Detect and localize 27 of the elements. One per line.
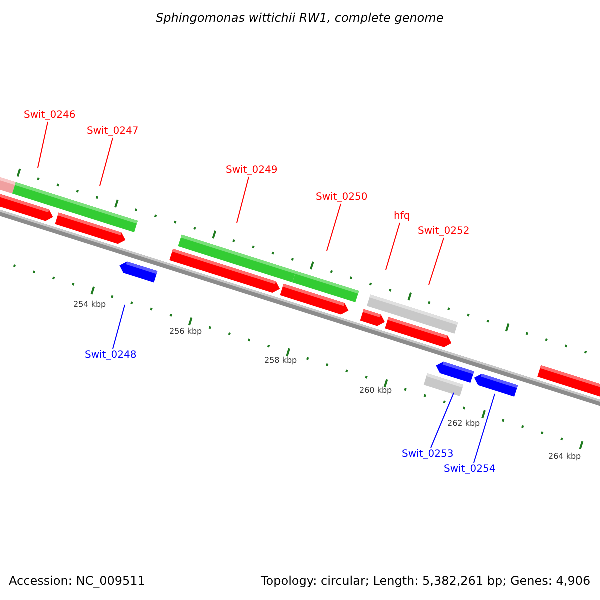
gene-label: Swit_0253 <box>402 448 454 460</box>
leader-line <box>430 392 454 448</box>
scale-label: 262 kbp <box>448 420 480 428</box>
gene-label: hfq <box>394 210 410 222</box>
scale-label: 260 kbp <box>360 386 392 396</box>
accession-text: Accession: NC_009511 <box>9 574 146 588</box>
leader-line <box>386 222 400 270</box>
gene-label: Swit_0248 <box>85 350 137 360</box>
leader-line <box>100 138 114 186</box>
leader-line <box>474 394 496 464</box>
leader-line <box>38 122 48 168</box>
leader-line <box>236 176 250 224</box>
gene-label: Swit_0254 <box>444 464 496 474</box>
scale-label: 256 kbp <box>170 328 202 336</box>
scale-label: 264 kbp <box>548 452 582 462</box>
gene-label: Swit_0247 <box>87 126 139 136</box>
title: Sphingomonas wittichii RW1, complete genome <box>156 12 444 25</box>
leader-line <box>326 204 342 252</box>
gene-label: Swit_0250 <box>316 192 368 202</box>
gene-label: Swit_0252 <box>418 226 470 236</box>
gene-label: Swit_0249 <box>226 164 278 176</box>
gene-label: Swit_0246 <box>24 110 76 120</box>
scale-label: 254 kbp <box>74 300 106 310</box>
leader-line <box>428 238 444 286</box>
genome-info-text: Topology: circular; Length: 5,382,261 bp; Genes: 4,906 <box>261 574 591 588</box>
leader-line <box>112 304 126 350</box>
scale-label: 258 kbp <box>264 356 298 366</box>
